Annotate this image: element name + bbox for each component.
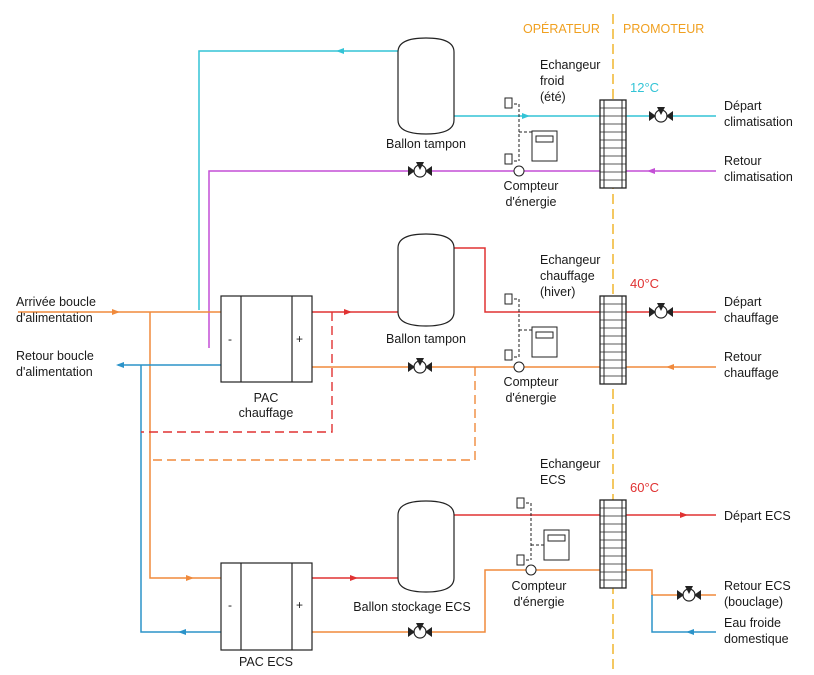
- temperature-heat: 40°C: [630, 276, 659, 291]
- exchanger-dhw-label-2: ECS: [540, 473, 566, 487]
- output-cold-water-1: Eau froide: [724, 616, 781, 630]
- exchanger-cold-label-3: (été): [540, 90, 566, 104]
- pump-icon: [677, 586, 701, 602]
- temperature-cold: 12°C: [630, 80, 659, 95]
- operator-zone-label: OPÉRATEUR: [523, 21, 600, 36]
- heat-pump-dhw: [220, 562, 313, 651]
- supply-arrival-label-2: d'alimentation: [16, 311, 93, 325]
- temperature-dhw: 60°C: [630, 480, 659, 495]
- output-heat-return-1: Retour: [724, 350, 762, 364]
- heat-pump-dhw-label: PAC ECS: [239, 655, 293, 669]
- heat-bypass-pipe: [141, 312, 333, 433]
- promoter-zone-label: PROMOTEUR: [623, 22, 704, 36]
- energy-meter-heat-label-1: Compteur: [504, 375, 559, 389]
- flow-arrows: [112, 48, 694, 635]
- pump-icon: [408, 358, 432, 374]
- heat-pump-heating: [220, 295, 313, 383]
- output-cold-return-1: Retour: [724, 154, 762, 168]
- heat-pump-heating-minus: -: [228, 332, 232, 346]
- energy-meter-cold-label-2: d'énergie: [505, 195, 556, 209]
- tank-cold-label: Ballon tampon: [386, 137, 466, 151]
- dhw-return-pipe: [312, 569, 600, 633]
- heat-pump-heating-label-1: PAC: [254, 391, 279, 405]
- tank-dhw: [397, 500, 455, 593]
- exchanger-dhw-label-1: Echangeur: [540, 457, 600, 471]
- tank-heat-label: Ballon tampon: [386, 332, 466, 346]
- pump-icon: [649, 107, 673, 123]
- output-heat-return-2: chauffage: [724, 366, 779, 380]
- pump-icon: [408, 623, 432, 639]
- output-cold-supply-2: climatisation: [724, 115, 793, 129]
- supply-loop-branch-pipe: [149, 312, 221, 579]
- output-heat-supply-2: chauffage: [724, 311, 779, 325]
- dhw-recirculation-pipe: [626, 569, 716, 596]
- domestic-cold-water-pipe: [651, 595, 716, 633]
- tank-dhw-label: Ballon stockage ECS: [353, 600, 470, 614]
- output-dhw-return-2: (bouclage): [724, 595, 783, 609]
- output-dhw-return-1: Retour ECS: [724, 579, 791, 593]
- plate-exchanger-dhw: [599, 499, 627, 589]
- energy-meter-heat-label-2: d'énergie: [505, 391, 556, 405]
- output-cold-water-2: domestique: [724, 632, 789, 646]
- exchanger-heat-label-2: chauffage: [540, 269, 595, 283]
- energy-meter-cold-label-1: Compteur: [504, 179, 559, 193]
- energy-meter-cold: [504, 97, 558, 177]
- heat-pump-dhw-plus: +: [296, 598, 303, 612]
- heat-pump-heating-label-2: chauffage: [239, 406, 294, 420]
- exchanger-heat-label-1: Echangeur: [540, 253, 600, 267]
- tank-heat: [397, 233, 455, 327]
- output-dhw-supply: Départ ECS: [724, 509, 791, 523]
- heat-pump-heating-plus: +: [296, 332, 303, 346]
- supply-return-label-2: d'alimentation: [16, 365, 93, 379]
- plate-exchanger-heat: [599, 295, 627, 385]
- heat-return-dashed-pipe: [150, 367, 476, 461]
- energy-meter-dhw-label-2: d'énergie: [513, 595, 564, 609]
- plate-exchanger-cold: [599, 99, 627, 189]
- supply-arrival-label-1: Arrivée boucle: [16, 295, 96, 309]
- supply-loop-return-branch-pipe: [140, 365, 221, 633]
- energy-meter-dhw: [516, 497, 570, 576]
- pump-icon: [408, 162, 432, 178]
- pump-icon: [649, 303, 673, 319]
- exchanger-cold-label-1: Echangeur: [540, 58, 600, 72]
- cold-return-pipe: [208, 170, 716, 348]
- energy-meter-heat: [504, 293, 558, 373]
- supply-return-label-1: Retour boucle: [16, 349, 94, 363]
- output-heat-supply-1: Départ: [724, 295, 762, 309]
- energy-meter-dhw-label-1: Compteur: [512, 579, 567, 593]
- exchanger-cold-label-2: froid: [540, 74, 564, 88]
- cold-loop-pipe: [198, 50, 398, 310]
- heat-pump-dhw-minus: -: [228, 598, 232, 612]
- output-cold-supply-1: Départ: [724, 99, 762, 113]
- output-cold-return-2: climatisation: [724, 170, 793, 184]
- exchanger-heat-label-3: (hiver): [540, 285, 575, 299]
- tank-cold: [397, 37, 455, 135]
